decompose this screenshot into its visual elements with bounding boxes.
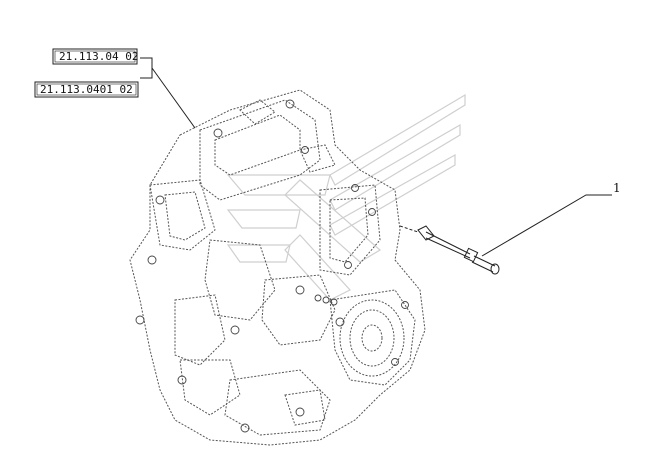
reference-code-1: 21.113.04 02 xyxy=(59,50,138,63)
watermark-logo xyxy=(226,93,466,301)
housing-bolts xyxy=(135,99,409,433)
transmission-housing xyxy=(129,89,426,446)
callout-number-1: 1 xyxy=(613,181,621,195)
speed-sensor xyxy=(399,225,500,275)
reference-code-2: 21.113.0401 02 xyxy=(40,83,133,96)
reference-box-2[interactable]: 21.113.0401 02 xyxy=(34,81,139,98)
reference-box-1[interactable]: 21.113.04 02 xyxy=(52,48,138,65)
leader-lines xyxy=(140,57,612,257)
